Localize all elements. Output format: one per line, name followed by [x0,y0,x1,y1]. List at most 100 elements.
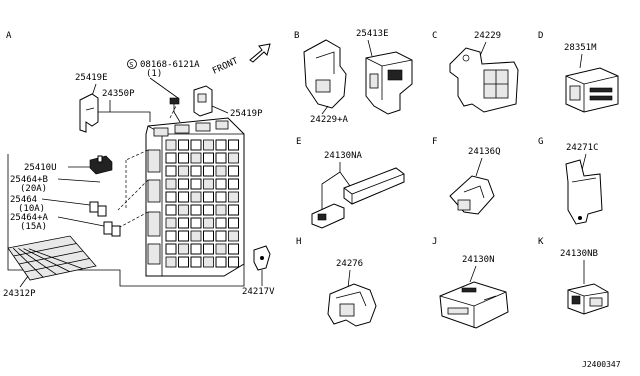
fuse-slot [228,256,239,268]
module-28351M [565,67,619,113]
fuse-slot [178,217,189,229]
label-sheet-24312P [7,235,97,281]
part-25464A-label: 25464+A [10,213,49,223]
fuse-slot [178,165,189,177]
section-h-label: H [296,237,301,247]
fuse-slot [178,178,189,190]
connector-24130NA [311,167,405,229]
bracket-25419E [79,93,99,133]
part-25464A-amp-label: (15A) [20,222,47,232]
part-24276-label: 24276 [336,259,363,269]
cover-24271C [565,159,603,225]
fuse-slot [165,256,177,268]
fuse-slot [178,256,189,268]
fuse-slot [215,139,227,151]
section-f-label: F [432,137,437,147]
fuse-slot [215,243,227,255]
fuse-slot [203,204,214,216]
fuse-slot [228,139,239,151]
fuse-slot [178,243,189,255]
part-24229-label: 24229 [474,31,501,41]
fuse-slot [203,217,214,229]
part-25464-amp-label: (10A) [18,204,45,214]
fuse-slot [190,256,202,268]
fuse-slot [165,204,177,216]
part-24312P-label: 24312P [3,289,36,299]
fuse-slot [190,165,202,177]
fuse-block-24350P [145,117,245,277]
part-25464B-label: 25464+B [10,175,48,185]
front-label: FRONT [211,56,240,77]
section-g-label: G [538,137,543,147]
connector-24130NB [567,283,609,315]
fuse-slot [190,152,202,164]
fuse-slot [190,204,202,216]
section-j-label: J [432,237,437,247]
fuse-slot [190,217,202,229]
bracket-25413E [365,51,413,115]
part-25413E-label: 25413E [356,29,389,39]
fuse-slot [165,152,177,164]
fuse-slot [228,165,239,177]
fuse-slot [178,191,189,203]
part-25464-label: 25464 [10,195,37,205]
part-24136Q-label: 24136Q [468,147,501,157]
fuse-slot [190,243,202,255]
clip-24217V [253,245,271,271]
fuse-slot [165,139,177,151]
fuse-slot [203,230,214,242]
part-24130N-label: 24130N [462,255,495,265]
fuse-slot [178,152,189,164]
fuse-slot [190,139,202,151]
part-25464B-amp-label: (20A) [20,184,47,194]
fuse-slot [165,217,177,229]
fuse-slot [215,165,227,177]
fuse-slot [215,152,227,164]
fuse-slot [165,230,177,242]
fuse-slot [190,230,202,242]
fuse-slot [203,191,214,203]
fuse-25464A [103,221,121,237]
fuse-slot [215,256,227,268]
front-arrow-icon [249,43,271,63]
part-28351M-label: 28351M [564,43,597,53]
fuse-slot [203,152,214,164]
fuse-slot [203,139,214,151]
bracket-24136Q [449,175,495,215]
fuse-slot [165,178,177,190]
section-k-label: K [538,237,544,247]
section-e-label: E [296,137,301,147]
fuse-slot [178,139,189,151]
part-25419P-label: 25419P [230,109,263,119]
fuse-slot [228,230,239,242]
fuse-slot [228,204,239,216]
part-24217V-label: 24217V [242,287,275,297]
s-circle-icon: S [127,59,137,69]
part-25419E-label: 25419E [75,73,108,83]
fuse-slot [203,243,214,255]
fuse-slot [228,191,239,203]
fuse-slot [178,230,189,242]
fuse-slot [190,191,202,203]
bracket-24229 [449,47,519,113]
fuse-slot [203,178,214,190]
section-a-label: A [6,31,12,41]
fuse-slot [203,165,214,177]
svg-text:S: S [129,61,133,69]
fuse-slot [228,152,239,164]
fuse-slot [203,256,214,268]
diagram-code: J2400347 [582,360,621,369]
fuse-slot [228,178,239,190]
part-24350P-label: 24350P [102,89,135,99]
fuse-slot [165,243,177,255]
fuse-slot [165,165,177,177]
bracket-25419P [193,85,213,117]
fuse-slot [215,178,227,190]
part-08168-qty-label: (1) [146,69,162,79]
fuse-slot [165,191,177,203]
part-08168-6121A-label: 08168-6121A [140,60,200,70]
section-d-label: D [538,31,543,41]
section-c-label: C [432,31,437,41]
